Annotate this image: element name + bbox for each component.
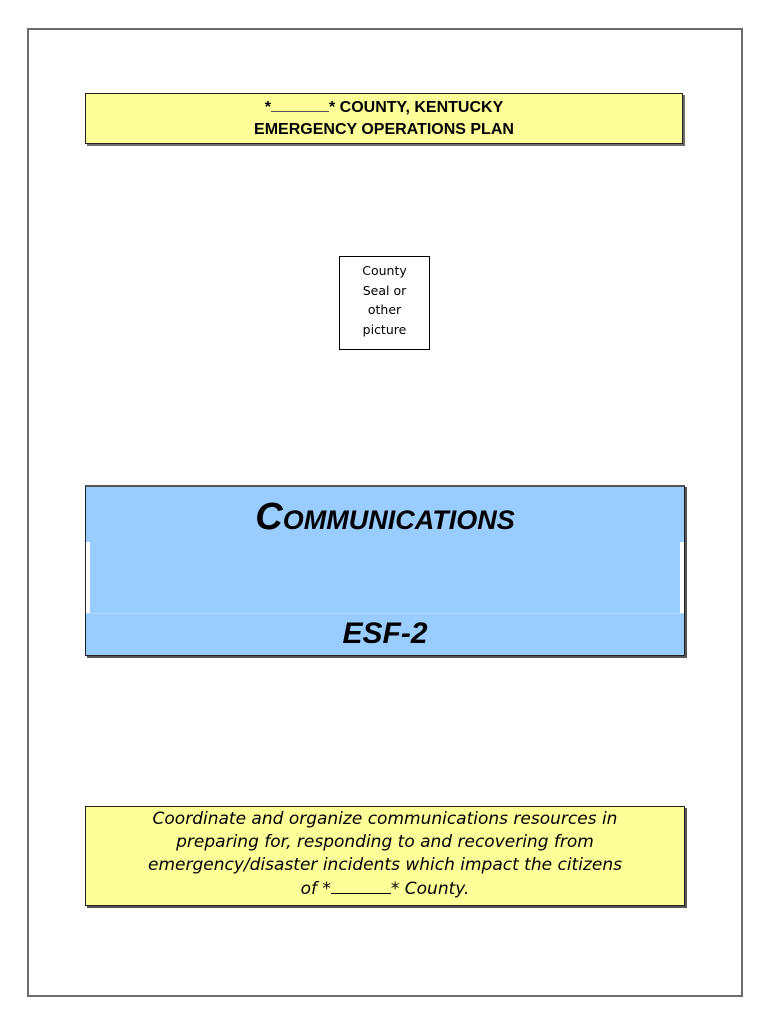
county-title-line: * * COUNTY, KENTUCKY (86, 97, 682, 119)
seal-text-line: Seal or (362, 282, 407, 298)
mission-statement: Coordinate and organize communications r… (85, 806, 685, 906)
asterisk-open: * (264, 99, 271, 116)
plan-name-line: EMERGENCY OPERATIONS PLAN (254, 121, 514, 138)
seal-text-line: other (367, 302, 402, 317)
mission-line: Coordinate and organize communications r… (152, 809, 618, 829)
plan-title-banner: * * COUNTY, KENTUCKY EMERGENCY OPERATIONS… (85, 93, 683, 144)
mission-last-suffix: * County. (390, 879, 470, 899)
section-banner-middle (86, 542, 684, 613)
section-banner: Communications ESF-2 (85, 485, 685, 656)
county-name-blank (330, 877, 391, 894)
mission-line: emergency/disaster incidents which impac… (148, 855, 622, 875)
seal-text-line: picture (362, 321, 407, 337)
county-seal-placeholder: County Seal or other picture (339, 256, 430, 350)
mission-last-prefix: of * (300, 879, 331, 899)
mission-line: preparing for, responding to and recover… (176, 832, 594, 852)
esf-code: ESF-2 (342, 617, 428, 650)
county-state-label: * COUNTY, KENTUCKY (329, 99, 504, 116)
seal-text-line: County (362, 263, 407, 278)
mission-last-line: of * * County. (86, 877, 684, 901)
county-name-blank (271, 97, 329, 112)
section-divider (86, 613, 684, 614)
section-title: Communications (255, 496, 515, 538)
